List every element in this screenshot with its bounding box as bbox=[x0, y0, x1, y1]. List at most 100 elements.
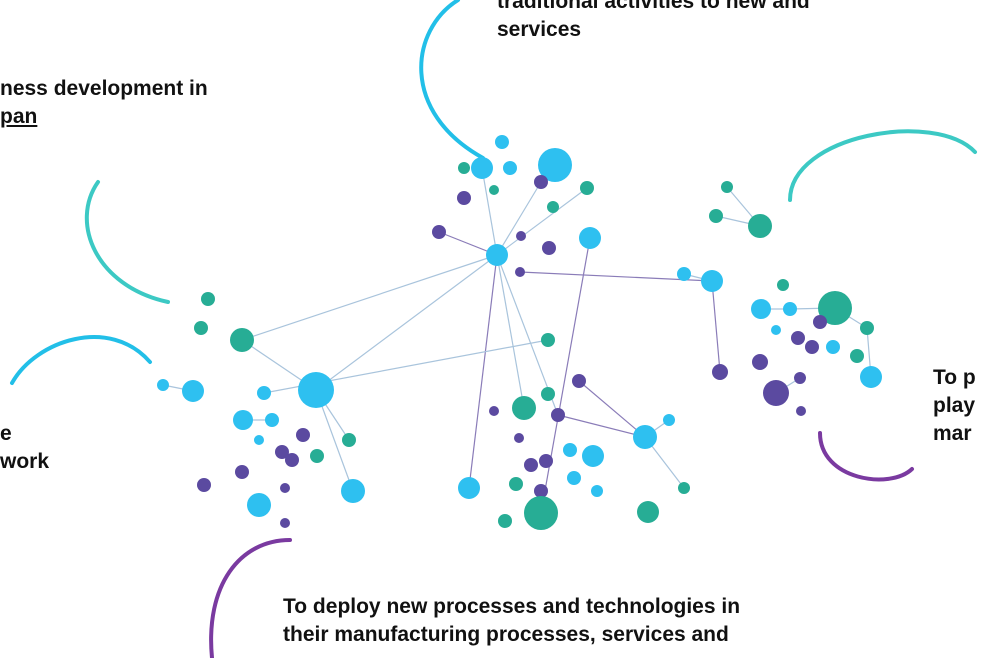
network-node bbox=[539, 454, 553, 468]
network-node bbox=[818, 291, 852, 325]
network-node bbox=[791, 331, 805, 345]
network-node bbox=[489, 185, 499, 195]
arc-bottom bbox=[209, 538, 292, 658]
label-left-mid-line2: work bbox=[0, 450, 50, 473]
network-node bbox=[551, 408, 565, 422]
network-node bbox=[860, 321, 874, 335]
network-node bbox=[457, 191, 471, 205]
network-edge bbox=[578, 380, 646, 438]
network-node bbox=[547, 201, 559, 213]
network-node bbox=[763, 380, 789, 406]
network-node bbox=[637, 501, 659, 523]
network-node bbox=[567, 471, 581, 485]
label-right-line2: play bbox=[933, 394, 976, 417]
network-node bbox=[194, 321, 208, 335]
network-node bbox=[752, 354, 768, 370]
network-node bbox=[663, 414, 675, 426]
network-node bbox=[201, 292, 215, 306]
network-node bbox=[591, 485, 603, 497]
label-bottom: To deploy new processes and technologies… bbox=[283, 593, 740, 649]
label-right-line1: To p bbox=[933, 366, 976, 389]
network-node bbox=[534, 175, 548, 189]
network-node bbox=[247, 493, 271, 517]
network-node bbox=[541, 387, 555, 401]
network-node bbox=[805, 340, 819, 354]
arc-top-right bbox=[788, 129, 977, 202]
arc-top-center bbox=[419, 0, 485, 160]
network-node bbox=[157, 379, 169, 391]
network-node bbox=[197, 478, 211, 492]
network-edge bbox=[557, 414, 646, 438]
network-node bbox=[280, 518, 290, 528]
network-node bbox=[512, 396, 536, 420]
network-node bbox=[458, 477, 480, 499]
network-node bbox=[516, 231, 526, 241]
network-node bbox=[712, 364, 728, 380]
label-right-line3: mar bbox=[933, 422, 972, 445]
network-node bbox=[794, 372, 806, 384]
network-node bbox=[296, 428, 310, 442]
network-node bbox=[751, 299, 771, 319]
network-node bbox=[572, 374, 586, 388]
network-node bbox=[709, 209, 723, 223]
arc-top-left bbox=[84, 180, 170, 304]
label-top-left-line1: ness development in bbox=[0, 77, 208, 100]
network-node bbox=[538, 148, 572, 182]
network-node bbox=[230, 328, 254, 352]
network-node bbox=[486, 244, 508, 266]
network-node bbox=[341, 479, 365, 503]
network-node bbox=[678, 482, 690, 494]
network-node bbox=[342, 433, 356, 447]
network-node bbox=[515, 267, 525, 277]
label-top-center: traditional activities to new and servic… bbox=[497, 0, 810, 44]
label-top-center-line2: services bbox=[497, 18, 582, 41]
network-node bbox=[860, 366, 882, 388]
network-node bbox=[275, 445, 289, 459]
network-node bbox=[503, 161, 517, 175]
network-node bbox=[524, 496, 558, 530]
network-edge bbox=[468, 254, 498, 489]
network-node bbox=[235, 465, 249, 479]
network-edge bbox=[315, 254, 498, 391]
network-edge bbox=[241, 254, 498, 341]
network-nodes bbox=[157, 135, 882, 530]
network-node bbox=[498, 514, 512, 528]
network-node bbox=[265, 413, 279, 427]
network-node bbox=[432, 225, 446, 239]
network-node bbox=[489, 406, 499, 416]
network-node bbox=[182, 380, 204, 402]
network-node bbox=[458, 162, 470, 174]
network-node bbox=[534, 484, 548, 498]
network-node bbox=[701, 270, 723, 292]
network-node bbox=[813, 315, 827, 329]
network-edge bbox=[496, 181, 542, 256]
network-node bbox=[826, 340, 840, 354]
network-node bbox=[582, 445, 604, 467]
label-top-center-line1: traditional activities to new and bbox=[497, 0, 810, 13]
network-node bbox=[471, 157, 493, 179]
label-top-left: ness development in pan bbox=[0, 75, 208, 131]
network-node bbox=[514, 433, 524, 443]
network-node bbox=[783, 302, 797, 316]
network-node bbox=[721, 181, 733, 193]
label-top-left-line2: pan bbox=[0, 105, 38, 128]
network-node bbox=[796, 406, 806, 416]
label-right: To p play mar bbox=[933, 364, 976, 448]
network-edge bbox=[496, 187, 588, 256]
network-node bbox=[542, 241, 556, 255]
network-node bbox=[280, 483, 290, 493]
network-node bbox=[677, 267, 691, 281]
network-node bbox=[771, 325, 781, 335]
network-node bbox=[298, 372, 334, 408]
network-node bbox=[850, 349, 864, 363]
network-node bbox=[579, 227, 601, 249]
arc-right-bottom bbox=[818, 431, 914, 482]
network-node bbox=[257, 386, 271, 400]
network-node bbox=[524, 458, 538, 472]
label-bottom-line2: their manufacturing processes, services … bbox=[283, 623, 729, 646]
arc-left-mid bbox=[10, 335, 152, 385]
network-node bbox=[233, 410, 253, 430]
network-node bbox=[580, 181, 594, 195]
network-node bbox=[285, 453, 299, 467]
label-left-mid-line1: e bbox=[0, 422, 12, 445]
